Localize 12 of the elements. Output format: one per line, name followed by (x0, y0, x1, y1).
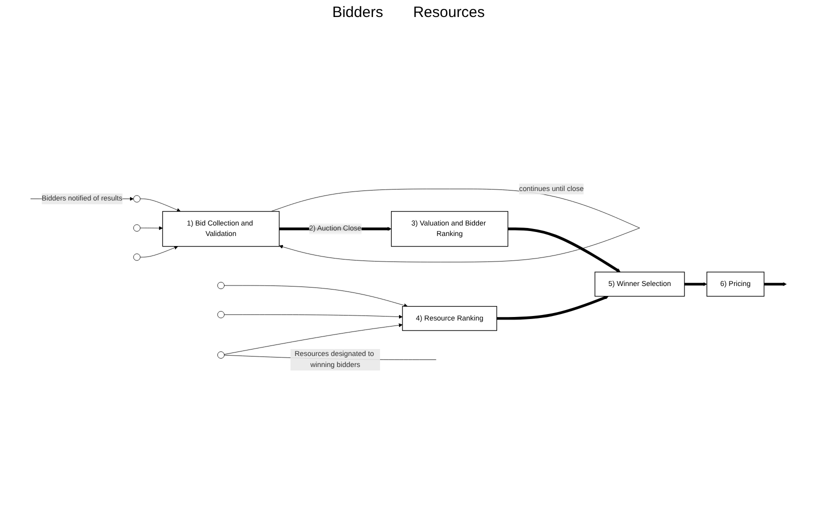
arrow (684, 282, 708, 286)
arrow (508, 228, 621, 272)
arrow (496, 296, 609, 320)
node-circle (217, 282, 225, 290)
node-circle (217, 311, 225, 318)
node-circle (133, 254, 140, 261)
group-label: Bidders (332, 4, 384, 21)
arrow (764, 282, 787, 286)
node-circle (133, 224, 140, 232)
node-circle (133, 195, 140, 202)
node-circle (217, 351, 225, 359)
group-label: Resources (413, 4, 485, 21)
